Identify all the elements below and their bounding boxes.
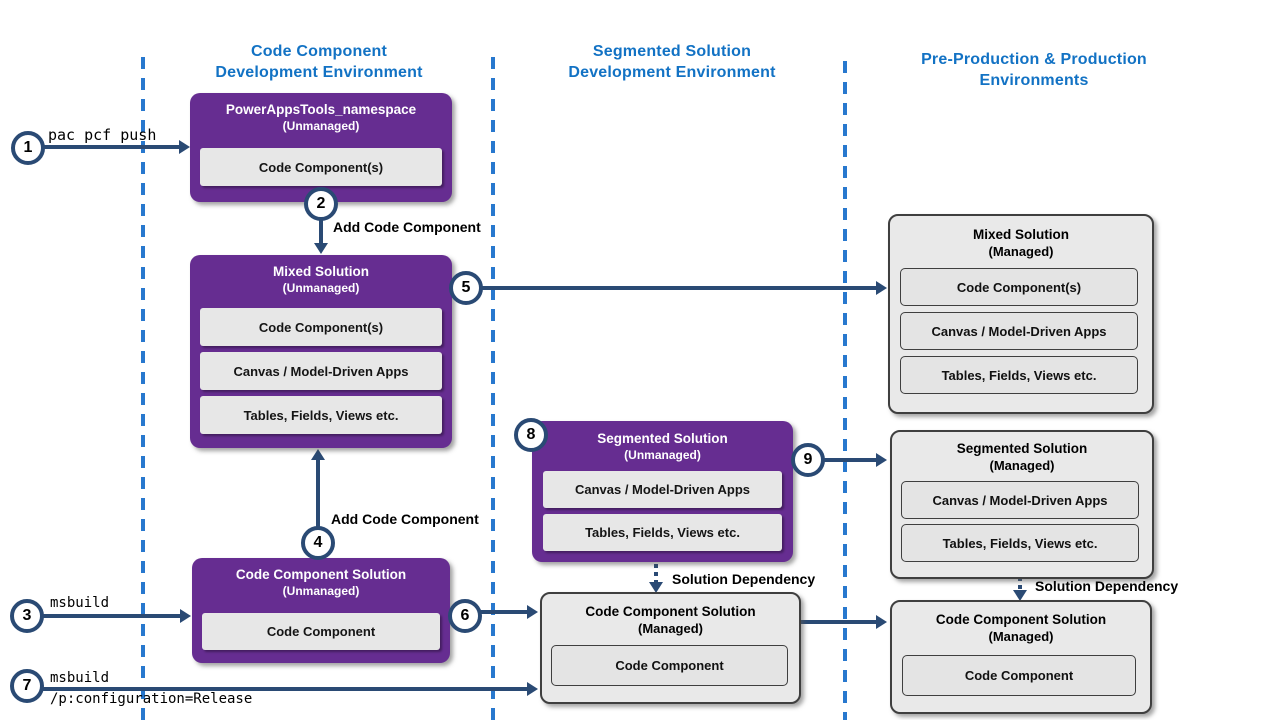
box-title: Code Component Solution bbox=[235, 567, 407, 582]
box-item: Code Component(s) bbox=[900, 268, 1138, 306]
step-badge-6: 6 bbox=[448, 599, 482, 633]
box-subtitle: (Managed) bbox=[988, 244, 1054, 259]
label-msbuild-release-line2: /p:configuration=Release bbox=[50, 691, 253, 707]
box-title: Segmented Solution bbox=[956, 441, 1088, 456]
arrow-pac-pcf-push bbox=[44, 145, 180, 149]
box-item: Tables, Fields, Views etc. bbox=[543, 514, 782, 551]
box-subtitle: (Managed) bbox=[989, 458, 1055, 473]
step-badge-7: 7 bbox=[10, 669, 44, 703]
arrow-solution-dependency-right bbox=[1018, 577, 1022, 592]
box-item: Code Component bbox=[202, 613, 440, 650]
box-item: Tables, Fields, Views etc. bbox=[200, 396, 442, 434]
box-item: Canvas / Model-Driven Apps bbox=[901, 481, 1139, 519]
arrowhead-export-segmented-solution bbox=[876, 453, 887, 467]
header-line: Development Environment bbox=[215, 64, 423, 81]
arrowhead-add-code-component-down bbox=[314, 243, 328, 254]
box-title: Segmented Solution bbox=[597, 431, 728, 446]
step-badge-1: 1 bbox=[11, 131, 45, 165]
label-solution-dependency-right: Solution Dependency bbox=[1035, 578, 1179, 594]
box-title: Mixed Solution bbox=[973, 227, 1069, 242]
arrowhead-export-mixed-solution bbox=[876, 281, 887, 295]
box-subtitle: (Managed) bbox=[638, 621, 703, 636]
column-divider-left bbox=[141, 57, 145, 720]
box-item: Code Component bbox=[902, 655, 1136, 696]
arrow-export-segmented-solution bbox=[824, 458, 877, 462]
step-badge-5: 5 bbox=[449, 271, 483, 305]
arrow-add-code-component-up bbox=[316, 458, 320, 558]
label-msbuild: msbuild bbox=[50, 595, 110, 611]
header-segmented-dev-env: Segmented Solution Development Environme… bbox=[522, 41, 822, 83]
box-title: PowerAppsTools_namespace bbox=[225, 102, 417, 117]
step-badge-9: 9 bbox=[791, 443, 825, 477]
arrow-export-code-component-solution bbox=[481, 610, 528, 614]
box-item: Code Component bbox=[551, 645, 788, 686]
header-line: Code Component bbox=[250, 43, 388, 60]
arrowhead-promote-code-component-solution bbox=[876, 615, 887, 629]
arrowhead-pac-pcf-push bbox=[179, 140, 190, 154]
column-divider-middle bbox=[491, 57, 495, 720]
box-item: Canvas / Model-Driven Apps bbox=[200, 352, 442, 390]
header-preprod-prod-env: Pre-Production & Production Environments bbox=[874, 49, 1194, 91]
arrow-export-mixed-solution bbox=[482, 286, 877, 290]
label-pac-pcf-push: pac pcf push bbox=[48, 126, 157, 144]
header-code-component-dev-env: Code Component Development Environment bbox=[169, 41, 469, 83]
box-item: Canvas / Model-Driven Apps bbox=[543, 471, 782, 508]
header-line: Segmented Solution bbox=[592, 43, 752, 60]
header-line: Development Environment bbox=[568, 64, 776, 81]
label-add-code-component-top: Add Code Component bbox=[333, 219, 481, 235]
step-badge-2: 2 bbox=[304, 187, 338, 221]
powerappstools-namespace-box: PowerAppsTools_namespace (Unmanaged) Cod… bbox=[190, 93, 452, 202]
arrow-msbuild bbox=[43, 614, 181, 618]
box-title: Mixed Solution bbox=[273, 264, 369, 279]
step-badge-8: 8 bbox=[514, 418, 548, 452]
box-subtitle: (Unmanaged) bbox=[282, 281, 360, 295]
arrow-add-code-component-down bbox=[319, 218, 323, 246]
label-solution-dependency-mid: Solution Dependency bbox=[672, 571, 816, 587]
code-component-solution-unmanaged-box: Code Component Solution (Unmanaged) Code… bbox=[192, 558, 450, 663]
code-component-solution-managed-right-box: Code Component Solution (Managed) Code C… bbox=[890, 600, 1152, 714]
box-item: Code Component(s) bbox=[200, 148, 442, 186]
code-component-solution-managed-mid-box: Code Component Solution (Managed) Code C… bbox=[540, 592, 801, 704]
segmented-solution-managed-box: Segmented Solution (Managed) Canvas / Mo… bbox=[890, 430, 1154, 579]
arrowhead-msbuild-release bbox=[527, 682, 538, 696]
box-subtitle: (Unmanaged) bbox=[624, 448, 701, 462]
mixed-solution-managed-box: Mixed Solution (Managed) Code Component(… bbox=[888, 214, 1154, 414]
box-item: Code Component(s) bbox=[200, 308, 442, 346]
mixed-solution-unmanaged-box: Mixed Solution (Unmanaged) Code Componen… bbox=[190, 255, 452, 448]
step-badge-3: 3 bbox=[10, 599, 44, 633]
segmented-solution-unmanaged-box: Segmented Solution (Unmanaged) Canvas / … bbox=[532, 421, 793, 562]
box-subtitle: (Managed) bbox=[988, 629, 1054, 644]
label-msbuild-release-line1: msbuild bbox=[50, 670, 110, 686]
arrowhead-solution-dependency-mid bbox=[649, 582, 663, 593]
column-divider-right bbox=[843, 61, 847, 720]
box-subtitle: (Unmanaged) bbox=[282, 584, 360, 598]
box-title: Code Component Solution bbox=[585, 604, 756, 619]
step-badge-4: 4 bbox=[301, 526, 335, 560]
arrowhead-solution-dependency-right bbox=[1013, 590, 1027, 601]
header-line: Environments bbox=[979, 72, 1089, 89]
label-add-code-component-mid: Add Code Component bbox=[331, 511, 479, 527]
header-line: Pre-Production & Production bbox=[921, 51, 1147, 68]
arrowhead-add-code-component-up bbox=[311, 449, 325, 460]
box-item: Tables, Fields, Views etc. bbox=[900, 356, 1138, 394]
box-item: Canvas / Model-Driven Apps bbox=[900, 312, 1138, 350]
arrowhead-msbuild bbox=[180, 609, 191, 623]
box-title: Code Component Solution bbox=[935, 612, 1107, 627]
box-subtitle: (Unmanaged) bbox=[282, 119, 360, 133]
arrow-msbuild-release bbox=[43, 687, 528, 691]
arrow-promote-code-component-solution bbox=[799, 620, 877, 624]
box-item: Tables, Fields, Views etc. bbox=[901, 524, 1139, 562]
arrowhead-export-code-component-solution bbox=[527, 605, 538, 619]
arrow-solution-dependency-mid bbox=[654, 564, 658, 584]
